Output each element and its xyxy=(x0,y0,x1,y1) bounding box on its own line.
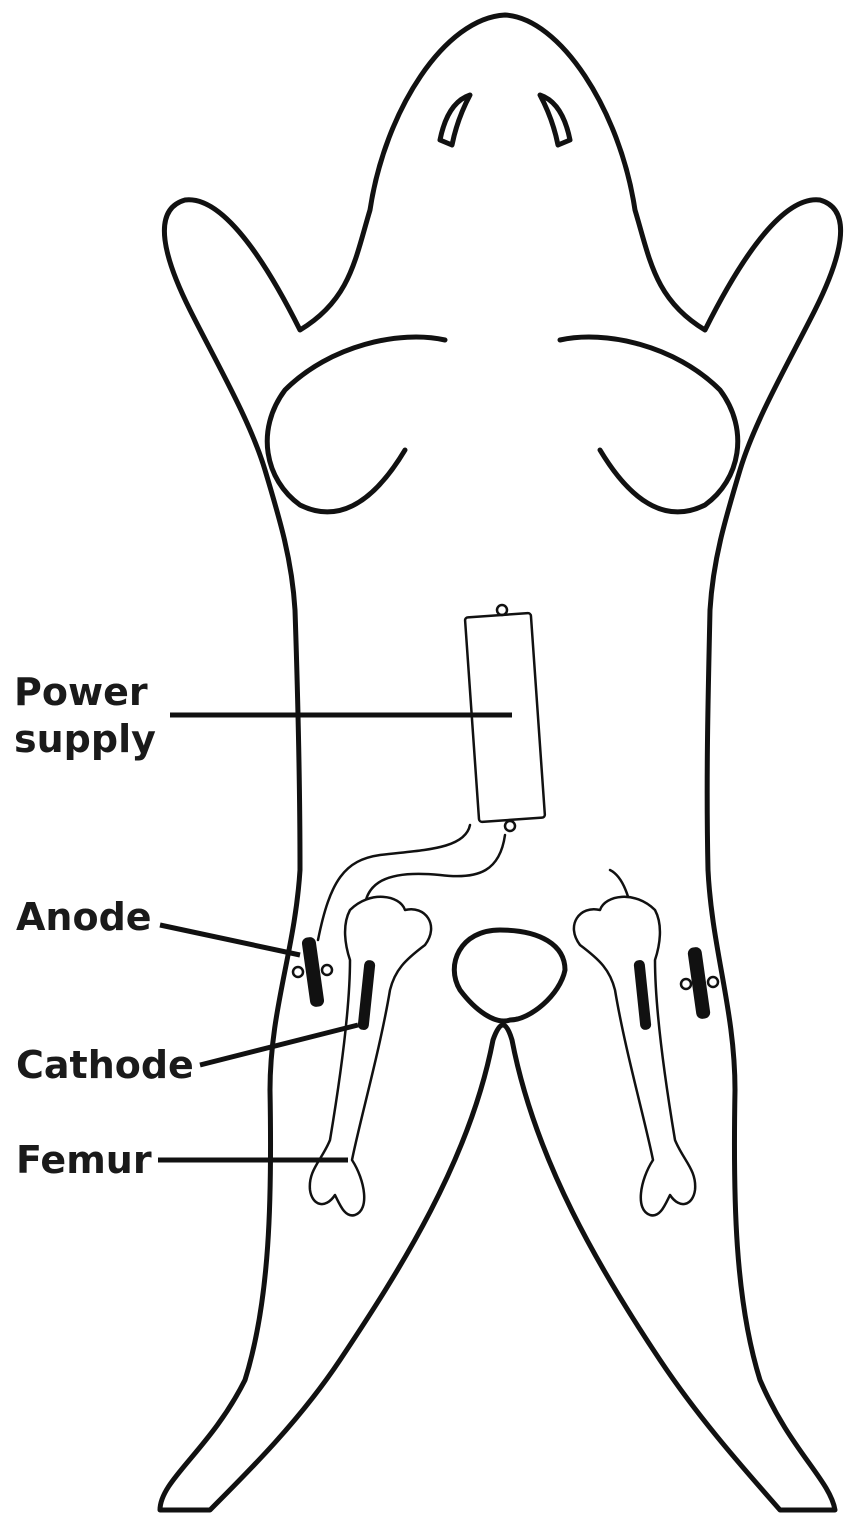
anode-leader xyxy=(160,925,300,955)
power-supply-label-line1: Power xyxy=(14,670,148,714)
power-supply-label-line2: supply xyxy=(14,717,156,761)
cathode-label: Cathode xyxy=(16,1043,194,1087)
anode-label: Anode xyxy=(16,895,152,939)
femur-label: Femur xyxy=(16,1138,152,1182)
body-outline xyxy=(160,15,841,1510)
